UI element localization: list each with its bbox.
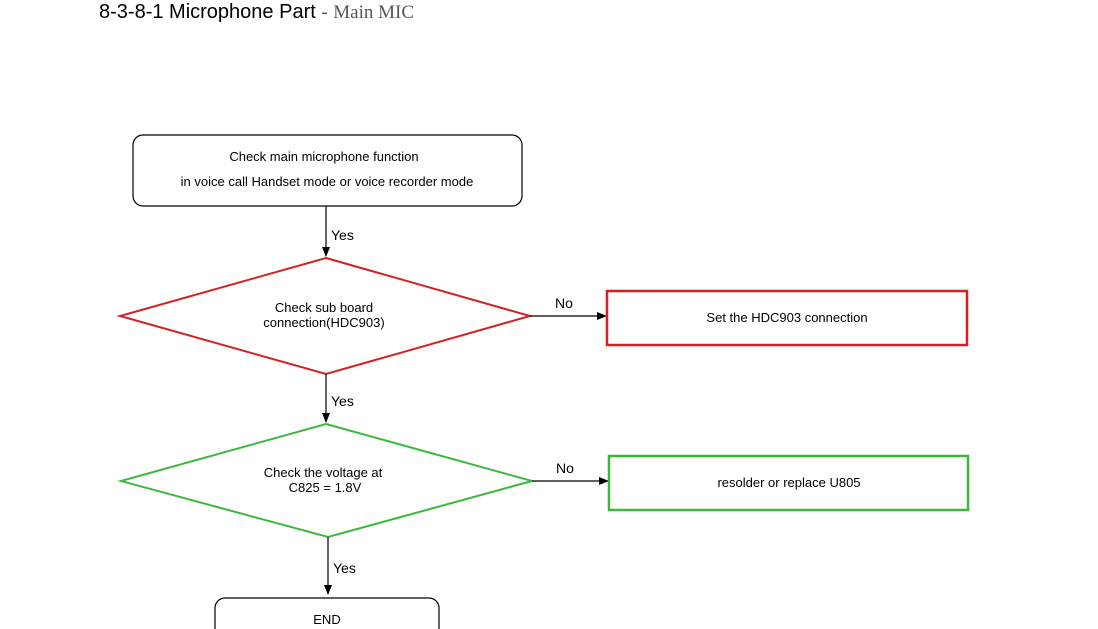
action-resolder-replace-u805 [607,454,970,512]
page-title: 8-3-8-1 Microphone Part - Main MIC [99,0,414,25]
edge-label-yes-1: Yes [331,227,354,243]
action-set-hdc903-connection [605,289,969,347]
decision2-line1: Check the voltage at [264,465,383,480]
start-box [132,134,523,207]
end-box-text: END [313,612,340,627]
edge-label-no-2: No [556,460,574,476]
decision1-line1: Check sub board [275,300,373,315]
action1-text: Set the HDC903 connection [706,310,867,325]
section-name: Microphone Part [169,1,316,23]
start-box-line1: Check main microphone function [229,149,418,164]
action2-text: resolder or replace U805 [717,475,860,490]
edge-label-no-1: No [555,295,573,311]
section-subtitle: Main MIC [333,2,414,23]
title-separator: - [321,2,328,23]
end-box [214,597,440,629]
start-box-line2: in voice call Handset mode or voice reco… [181,174,474,189]
edge-label-yes-3: Yes [333,560,356,576]
decision2-line2: C825 = 1.8V [289,480,362,495]
edge-label-yes-2: Yes [331,393,354,409]
decision1-line2: connection(HDC903) [263,315,384,330]
section-number: 8-3-8-1 [99,1,164,23]
